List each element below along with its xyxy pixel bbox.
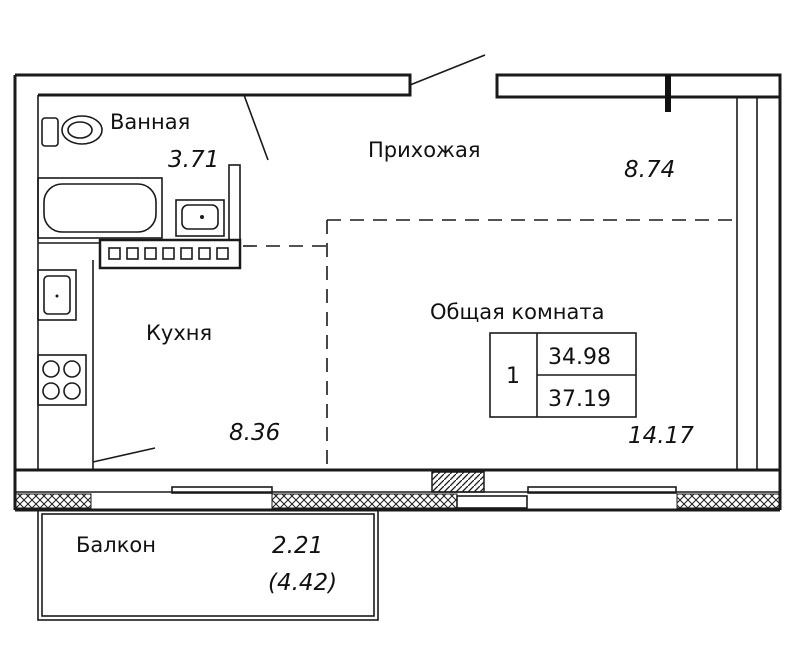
stove-icon <box>37 354 87 406</box>
total-area-value: 37.19 <box>548 387 611 412</box>
bottom-wall-hatch <box>15 471 780 509</box>
hallway-label: Прихожая <box>368 138 480 162</box>
rooms-count: 1 <box>506 364 520 389</box>
balcony-outline <box>37 509 379 621</box>
hallway-area: 8.74 <box>624 157 675 183</box>
kitchen-label: Кухня <box>146 321 212 345</box>
bathroom-label: Ванная <box>110 110 190 134</box>
balcony-label: Балкон <box>76 533 156 557</box>
outer-walls <box>13 73 782 512</box>
balcony-area-reduced: (4.42) <box>268 570 337 596</box>
bathroom-area: 3.71 <box>168 147 219 173</box>
ventilation-shaft <box>98 238 242 270</box>
living-area-value: 34.98 <box>548 345 611 370</box>
balcony-area: 2.21 <box>272 533 323 559</box>
entrance-door <box>409 54 671 112</box>
area-summary-table <box>489 332 637 418</box>
living-room-label: Общая комната <box>430 300 605 324</box>
kitchen-sink-icon <box>37 269 77 321</box>
windows <box>171 486 677 509</box>
room-dividers <box>92 219 737 470</box>
bathtub-icon <box>37 177 163 239</box>
sink-icon <box>175 199 225 237</box>
living-room-area: 14.17 <box>628 423 694 449</box>
kitchen-area: 8.36 <box>229 420 280 446</box>
toilet-icon <box>41 115 103 147</box>
